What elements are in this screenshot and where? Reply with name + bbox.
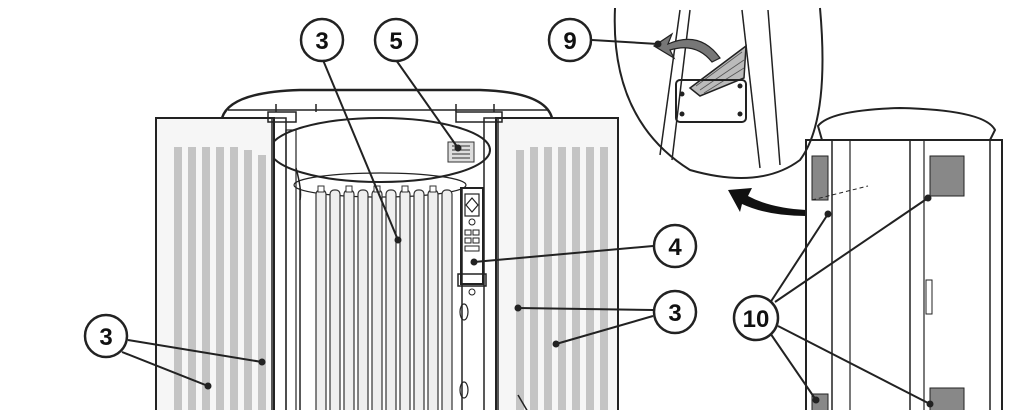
right-door-panel xyxy=(495,117,619,410)
ventilation-grille xyxy=(447,141,475,163)
callout-10: 10 xyxy=(732,294,780,342)
callout-5: 5 xyxy=(373,17,419,63)
callout-label: 5 xyxy=(389,28,402,55)
filter-cover-plate xyxy=(675,79,747,123)
tanning-booth-front xyxy=(155,88,619,410)
callout-3-left: 3 xyxy=(83,313,129,359)
leader-lines xyxy=(121,39,931,405)
right-door-lamps xyxy=(516,147,608,410)
callout-label: 10 xyxy=(743,306,770,333)
callout-label: 3 xyxy=(99,324,112,351)
removal-arrow-icon xyxy=(652,32,721,63)
control-panel xyxy=(457,187,487,399)
zoom-pointer-arrow-icon xyxy=(728,188,806,216)
callout-label: 3 xyxy=(668,300,681,327)
left-door-lamps xyxy=(174,147,266,410)
inner-lamp-tubes xyxy=(315,189,453,410)
tanning-booth-side xyxy=(805,106,1003,410)
detail-zoom-oval xyxy=(613,7,824,179)
left-door-panel xyxy=(155,117,275,410)
side-ventilation-grilles xyxy=(811,155,965,410)
callout-3-right: 3 xyxy=(652,289,698,335)
callout-label: 4 xyxy=(668,234,682,261)
mesh-filter xyxy=(688,44,747,97)
callout-label: 3 xyxy=(315,28,328,55)
leader-endpoints xyxy=(204,40,934,408)
side-booth-canopy xyxy=(816,106,997,141)
zoom-oval-outline xyxy=(613,7,824,179)
booth-canopy xyxy=(220,88,554,119)
callout-label: 9 xyxy=(563,28,576,55)
callout-4: 4 xyxy=(652,223,698,269)
callout-9: 9 xyxy=(547,17,593,63)
callout-3-top: 3 xyxy=(299,17,345,63)
